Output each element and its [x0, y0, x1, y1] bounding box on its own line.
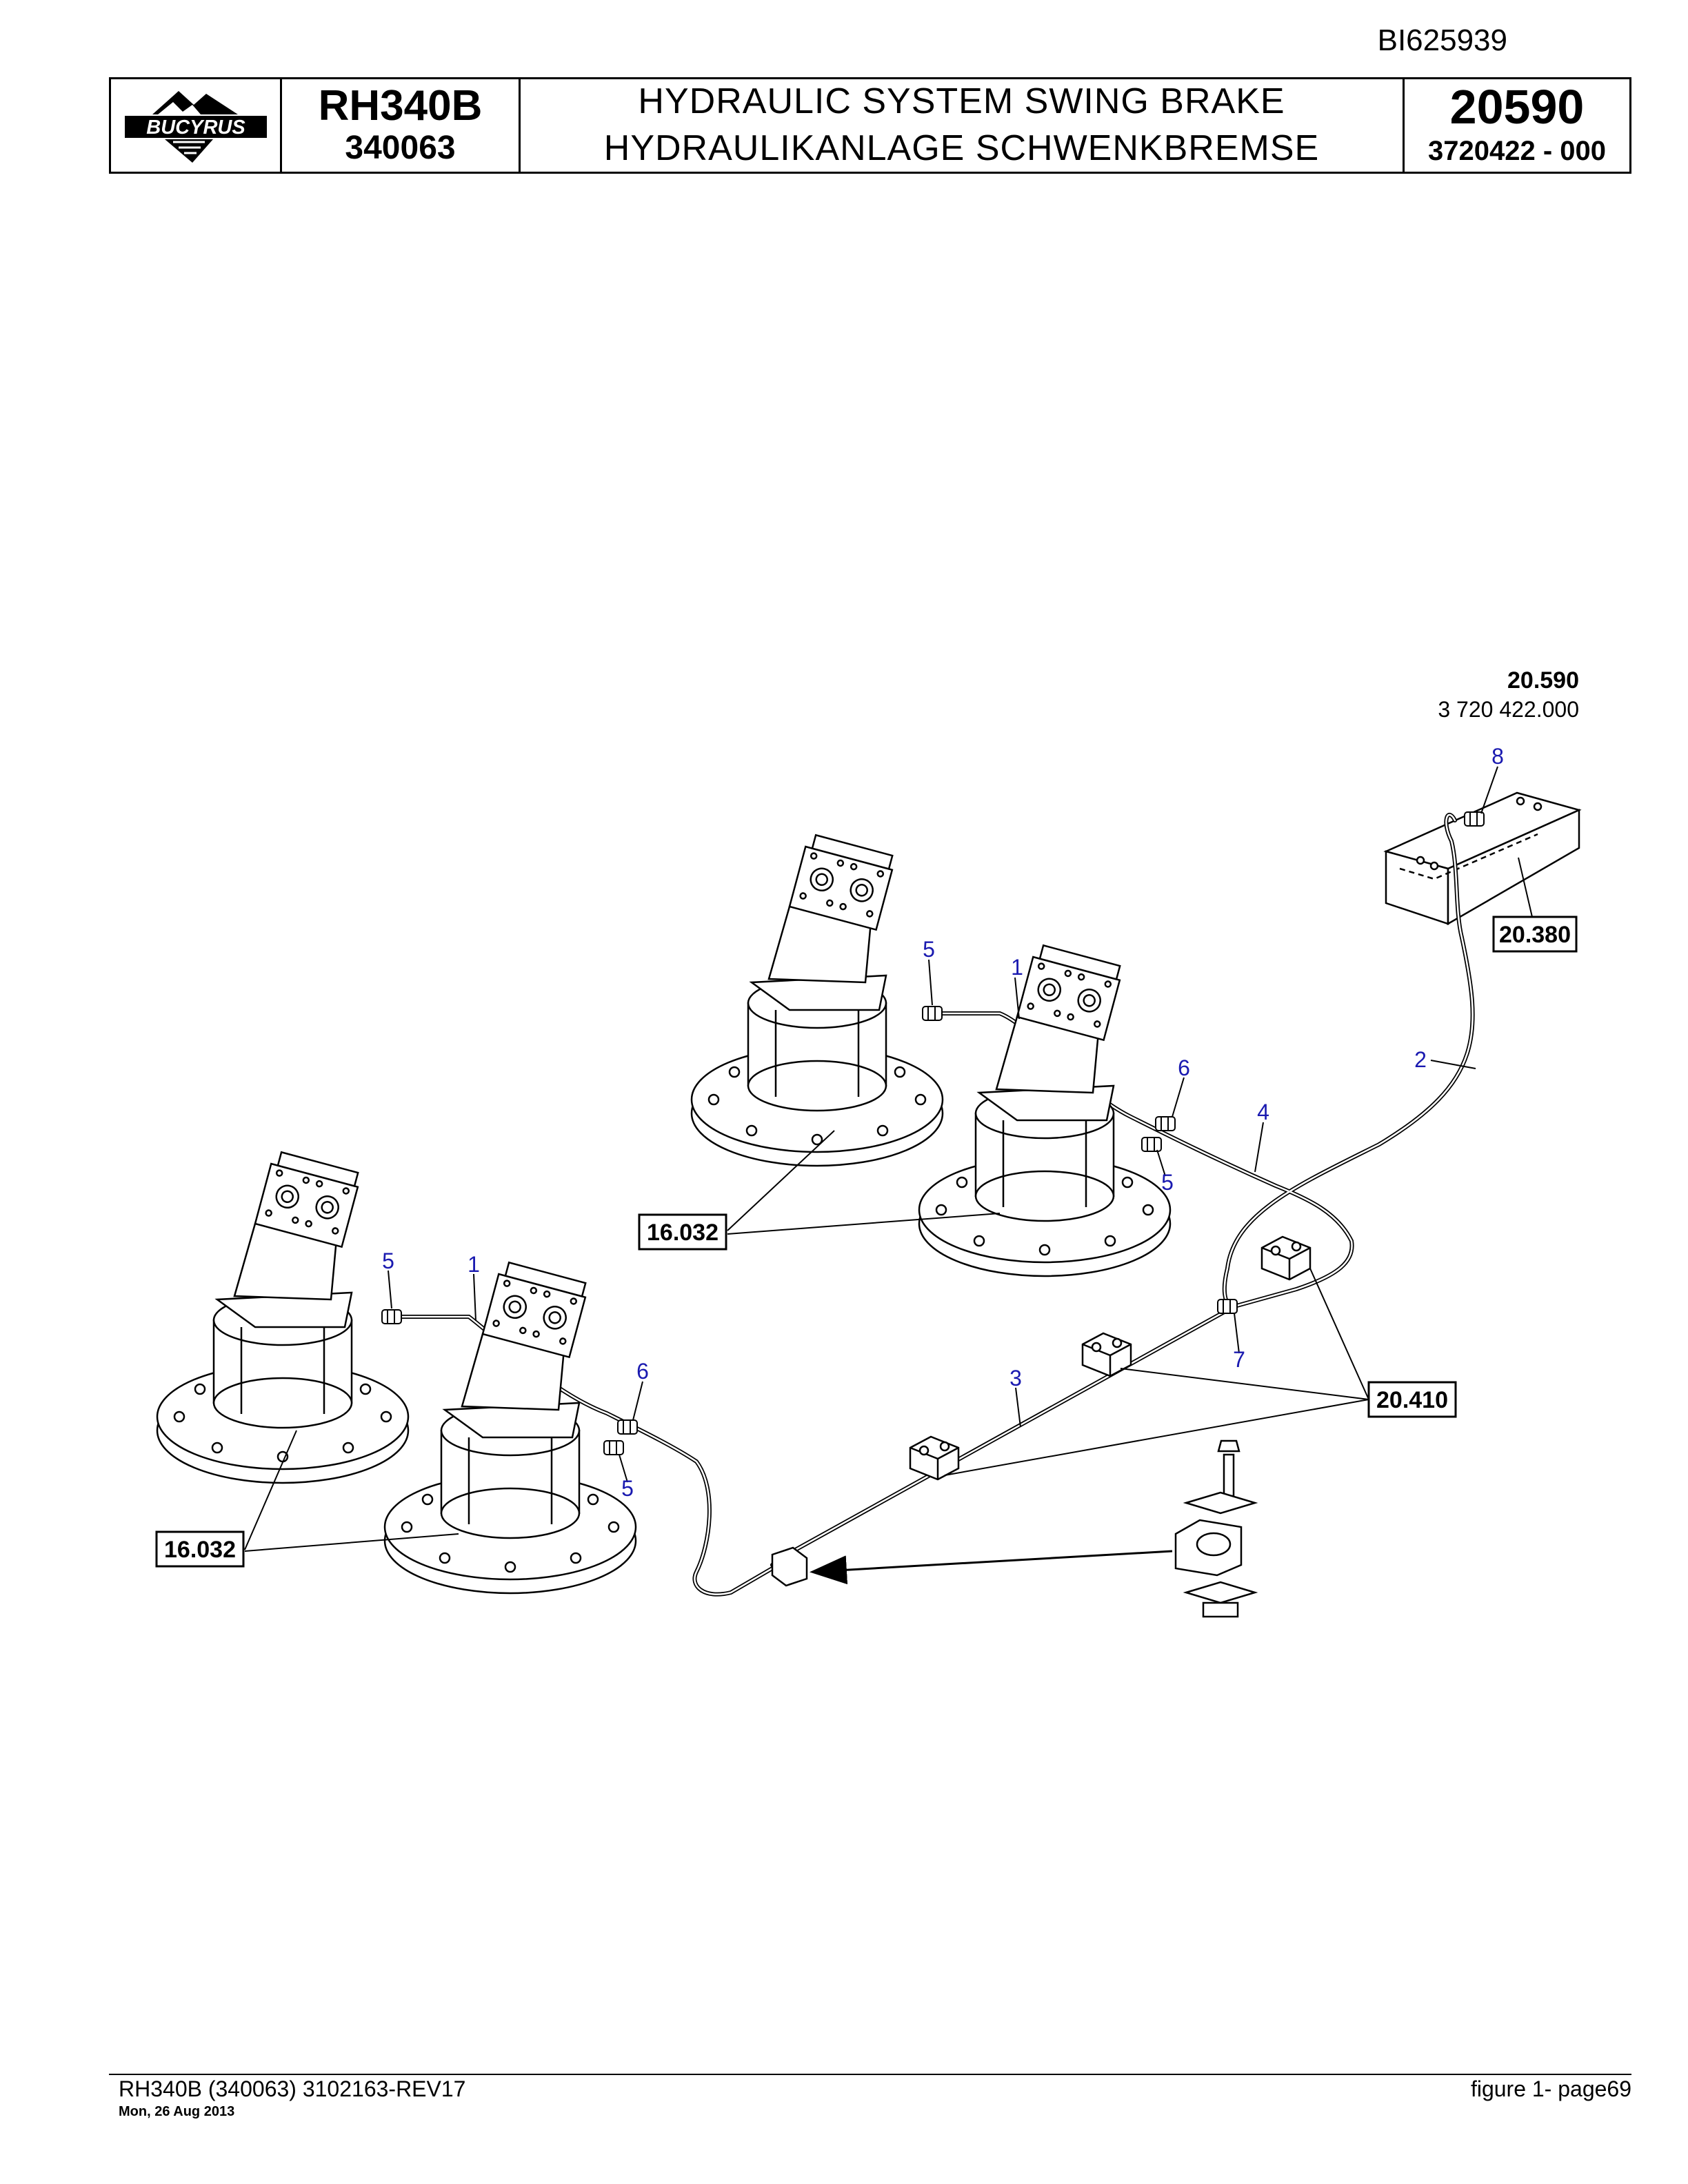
assembly-part-number: 3 720 422.000: [1438, 697, 1579, 722]
callout-5-upper-a: 5: [923, 937, 935, 962]
callout-2: 2: [1414, 1047, 1427, 1072]
swing-motor-lower-left: [156, 1149, 410, 1484]
ref-20380-text: 20.380: [1499, 922, 1571, 948]
fitting-upper-5a: [922, 1006, 943, 1021]
fitting-lower-5b: [603, 1440, 624, 1455]
callout-7: 7: [1233, 1347, 1245, 1372]
pipe-clamp-single: [771, 1546, 808, 1587]
callout-8: 8: [1491, 744, 1504, 769]
title-german: HYDRAULIKANLAGE SCHWENKBREMSE: [603, 128, 1320, 168]
callout-1-lower: 1: [468, 1252, 480, 1277]
footer-divider: [109, 2074, 1631, 2075]
callout-1-upper: 1: [1011, 955, 1023, 980]
part-number: 3720422 - 000: [1427, 135, 1606, 166]
document-id: BI625939: [1377, 23, 1507, 57]
clamp-detail: [1174, 1439, 1258, 1618]
fitting-lower-5a: [381, 1309, 402, 1324]
fitting-lower-6: [617, 1419, 638, 1435]
ref-20410-text: 20.410: [1376, 1387, 1448, 1413]
bucyrus-logo: BUCYRUS: [124, 91, 267, 163]
swing-motor-upper-left: [690, 832, 944, 1167]
group-number: 20590: [1449, 80, 1585, 134]
swing-motor-upper-right: [918, 942, 1172, 1277]
logo-text: BUCYRUS: [146, 117, 245, 139]
callout-6-upper: 6: [1178, 1055, 1190, 1080]
title-english: HYDRAULIC SYSTEM SWING BRAKE: [638, 81, 1285, 122]
footer-date: Mon, 26 Aug 2013: [119, 2104, 235, 2119]
ref-box-16032-upper: 16.032: [638, 1213, 727, 1251]
pipe-clamp-1: [1260, 1235, 1312, 1281]
callout-5-upper-b: 5: [1161, 1170, 1174, 1195]
assembly-label: 20.590: [1507, 667, 1579, 694]
callout-4: 4: [1257, 1100, 1269, 1124]
callout-3: 3: [1009, 1366, 1022, 1391]
callout-5-lower-a: 5: [382, 1248, 394, 1273]
number-cell: 20590 3720422 - 000: [1405, 79, 1629, 172]
serial-number: 340063: [345, 129, 456, 166]
callout-5-lower-b: 5: [621, 1476, 634, 1501]
title-cell: HYDRAULIC SYSTEM SWING BRAKE HYDRAULIKAN…: [521, 79, 1405, 172]
ref-box-20410: 20.410: [1367, 1381, 1457, 1418]
callout-6-lower: 6: [636, 1359, 649, 1384]
pipe-clamp-3: [909, 1435, 960, 1481]
ref-box-20380: 20.380: [1492, 916, 1578, 953]
swing-motor-lower-right: [383, 1260, 637, 1595]
ref-16032-lower-text: 16.032: [164, 1537, 236, 1563]
footer-document-ref: RH340B (340063) 3102163-REV17: [119, 2076, 466, 2101]
ref-16032-upper-text: 16.032: [647, 1220, 719, 1246]
footer-page: figure 1- page69: [1470, 2076, 1631, 2101]
model-name: RH340B: [318, 81, 483, 130]
fitting-upper-5b: [1141, 1137, 1162, 1152]
model-cell: RH340B 340063: [282, 79, 521, 172]
fitting-tee-7: [1217, 1299, 1238, 1314]
fitting-tank-8: [1464, 811, 1485, 827]
fitting-upper-6: [1155, 1116, 1176, 1131]
leader-lines: [244, 766, 1533, 1552]
ref-box-16032-lower: 16.032: [155, 1530, 245, 1568]
tank: [1383, 791, 1582, 926]
logo-cell: BUCYRUS: [111, 79, 282, 172]
pipe-clamp-2: [1081, 1332, 1132, 1377]
title-block: BUCYRUS RH340B 340063 HYDRAULIC SYSTEM S…: [109, 77, 1631, 174]
